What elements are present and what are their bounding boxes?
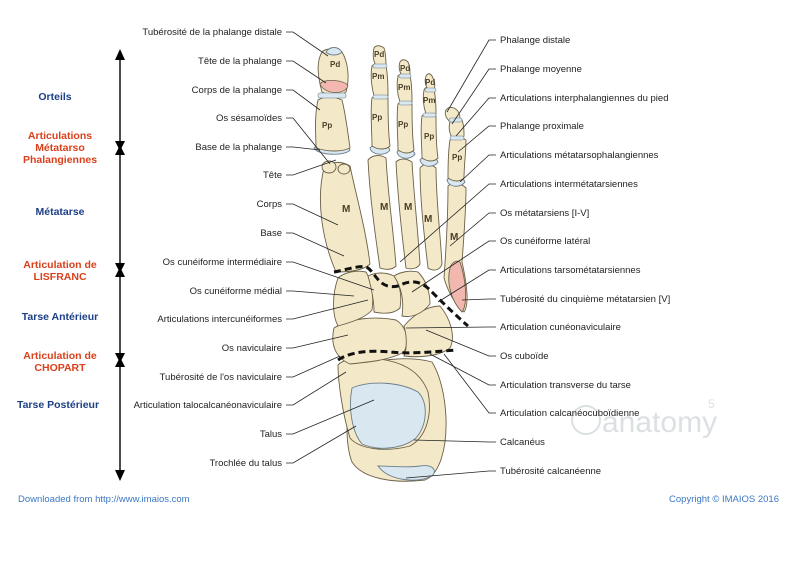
label-os-cuboide: Os cuboïde (500, 351, 549, 362)
label-articulation-cuneonaviculaire: Articulation cunéonaviculaire (500, 322, 621, 333)
label-articulations-tarsometatarsiennes: Articulations tarsométatarsiennes (500, 265, 641, 276)
letter-pp-2: Pp (372, 113, 382, 122)
label-tuberosite-cinquieme-metatarsien: Tubérosité du cinquième métatarsien [V] (500, 294, 670, 305)
letter-m-5: M (450, 232, 458, 243)
region-tarse-anterieur: Tarse Antérieur (22, 311, 98, 323)
anatomy-watermark: anatomy 5 (571, 397, 717, 439)
region-lisfranc-line1: Articulation de (23, 259, 97, 271)
footer-download-link[interactable]: Downloaded from http://www.imaios.com (18, 494, 190, 505)
os-sesamoide-2 (337, 163, 351, 175)
label-base-phalange: Base de la phalange (195, 142, 282, 153)
label-phalange-moyenne: Phalange moyenne (500, 64, 582, 75)
metatarsien-1 (320, 161, 371, 273)
label-os-cuneiforme-medial: Os cunéiforme médial (190, 286, 282, 297)
tuberosite-phalange-distale (325, 47, 343, 56)
label-base: Base (260, 228, 282, 239)
region-arrow (115, 49, 125, 481)
letter-pd-2: Pd (374, 50, 384, 59)
label-os-naviculaire: Os naviculaire (222, 343, 282, 354)
tete-phalange-cart (319, 80, 349, 93)
letter-pp-1: Pp (322, 121, 332, 130)
region-mtp-line3: Phalangiennes (23, 154, 97, 166)
region-tarse-posterieur: Tarse Postérieur (17, 399, 99, 411)
watermark-superscript: 5 (708, 397, 715, 411)
tuberosite-5e-metatarsien (448, 260, 467, 313)
label-articulation-transverse-tarse: Articulation transverse du tarse (500, 380, 631, 391)
metatarsien-2 (367, 155, 397, 270)
footer-copyright: Copyright © IMAIOS 2016 (669, 494, 779, 505)
label-articulations-interphalangiennes: Articulations interphalangiennes du pied (500, 93, 668, 104)
letter-pd-3: Pd (400, 64, 410, 73)
letter-m-2: M (380, 202, 388, 213)
label-os-metatarsiens: Os métatarsiens [I-V] (500, 208, 589, 219)
label-corps-phalange: Corps de la phalange (192, 85, 282, 96)
region-mtp-line1: Articulations (28, 130, 92, 142)
os-cuneiforme-intermediaire (367, 272, 402, 314)
letter-pm-3: Pm (398, 83, 410, 92)
bone-letters: Pd Pp Pd Pm Pp Pd Pm Pp Pd Pm Pp Pp M M … (322, 50, 462, 243)
letter-pd-1: Pd (330, 60, 340, 69)
label-articulations-intercuneiformes: Articulations intercunéiformes (157, 314, 282, 325)
letter-pp-5: Pp (452, 153, 462, 162)
label-phalange-proximale: Phalange proximale (500, 121, 584, 132)
letter-pm-4: Pm (423, 96, 435, 105)
letter-pp-4: Pp (424, 132, 434, 141)
region-orteils: Orteils (38, 91, 71, 103)
foot-skeleton: Pd Pp Pd Pm Pp Pd Pm Pp Pd Pm Pp Pp M M … (313, 45, 469, 482)
region-mtp-line2: Métatarso (35, 142, 85, 154)
left-labels: Tubérosité de la phalange distale Tête d… (134, 27, 283, 469)
label-trochlee-talus: Trochlée du talus (209, 458, 282, 469)
ip-joint-bands (317, 63, 465, 141)
os-cuboide (403, 305, 453, 358)
label-tuberosite-naviculaire: Tubérosité de l'os naviculaire (160, 372, 282, 383)
region-labels: Orteils Articulations Métatarso Phalangi… (17, 91, 99, 411)
label-phalange-distale: Phalange distale (500, 35, 570, 46)
phalange-proximale-2 (370, 94, 391, 150)
metatarsien-3 (395, 158, 421, 270)
letter-pp-3: Pp (398, 120, 408, 129)
lisfranc-line (333, 265, 469, 328)
trochlee-du-talus (350, 382, 426, 449)
label-tete-phalange: Tête de la phalange (198, 56, 282, 67)
phalange-proximale-1 (315, 96, 351, 152)
label-os-sesamoides: Os sésamoïdes (216, 113, 282, 124)
label-os-cuneiforme-lateral: Os cunéiforme latéral (500, 236, 590, 247)
watermark-text: anatomy (602, 406, 717, 439)
label-tuberosite-calcaneenne: Tubérosité calcanéenne (500, 466, 601, 477)
letter-pd-4: Pd (425, 78, 435, 87)
letter-m-3: M (404, 202, 412, 213)
label-os-cuneiforme-intermediaire: Os cunéiforme intermédiaire (163, 257, 282, 268)
label-articulation-calcaneocuboidienne: Articulation calcanéocuboïdienne (500, 408, 639, 419)
region-metatarse: Métatarse (35, 206, 84, 218)
left-leaders (286, 31, 375, 464)
label-articulations-intermetatarsiennes: Articulations intermétatarsiennes (500, 179, 638, 190)
right-labels: Phalange distale Phalange moyenne Articu… (500, 35, 670, 477)
label-articulation-talocalcaneonaviculaire: Articulation talocalcanéonaviculaire (134, 400, 282, 411)
right-leaders (399, 39, 496, 479)
region-chopart-line1: Articulation de (23, 350, 97, 362)
region-lisfranc-line2: LISFRANC (33, 271, 86, 283)
letter-m-1: M (342, 204, 350, 215)
label-calcaneus: Calcanéus (500, 437, 545, 448)
os-cuneiforme-medial (333, 270, 374, 327)
label-tete: Tête (263, 170, 282, 181)
letter-m-4: M (424, 214, 432, 225)
label-tuberosite-phalange-distale: Tubérosité de la phalange distale (142, 27, 282, 38)
letter-pm-2: Pm (372, 72, 384, 81)
label-articulations-metatarsophalangiennes: Articulations métatarsophalangiennes (500, 150, 659, 161)
chopart-line (337, 348, 457, 362)
label-corps: Corps (257, 199, 283, 210)
label-talus: Talus (260, 429, 282, 440)
region-chopart-line2: CHOPART (34, 362, 86, 374)
